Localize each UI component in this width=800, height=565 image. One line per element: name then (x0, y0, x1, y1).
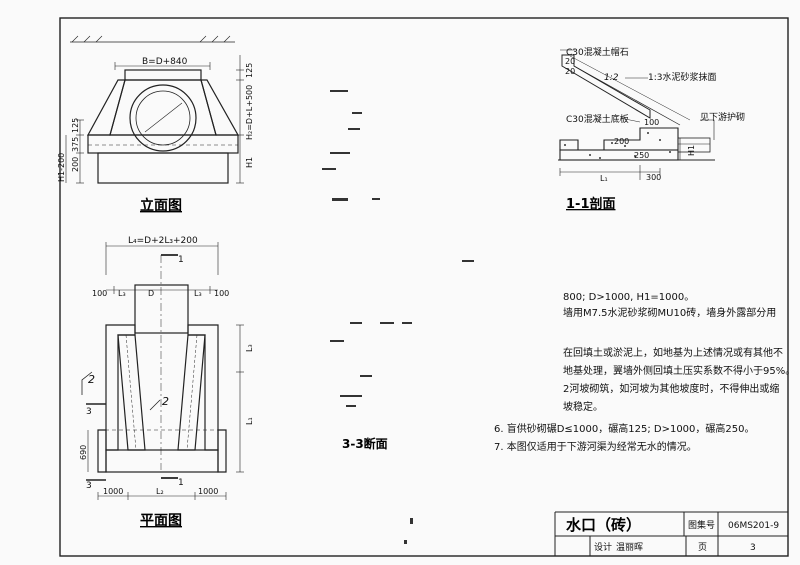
elevation-right-dim-3: H1 (245, 157, 254, 168)
section11-dim-300: 300 (646, 173, 661, 182)
section11-dim-100: 100 (644, 118, 659, 127)
title-block-name: 水口（砖） (566, 516, 641, 534)
note-line-5: 2河坡砌筑，如河坡为其他坡度时，不得伸出或缩 (563, 382, 779, 395)
plan-label-100-left: 100 (92, 289, 107, 298)
elevation-view (65, 35, 244, 184)
note-line-6: 坡稳定。 (563, 400, 603, 413)
plan-section-mark-1-top: 1 (178, 255, 184, 265)
note-line-7: 6. 盲供砂砌碾D≤1000，碾高125; D>1000，碾高250。 (494, 422, 755, 435)
plan-label-100-right: 100 (214, 289, 229, 298)
plan-section-mark-1-bottom: 1 (178, 478, 184, 488)
plan-label-l3-left: L₃ (118, 289, 126, 298)
plan-right-dim-l3: L₃ (245, 344, 254, 352)
plan-section-mark-2-left: 2 (88, 373, 95, 386)
note-line-4: 地基处理，翼墙外侧回填土压实系数不得小于95%。 (563, 364, 795, 377)
elevation-right-dim-2: H₂=D+L+500 (245, 85, 254, 140)
section11-dim-20a: 20 (565, 57, 575, 66)
plan-top-width: L₄=D+2L₃+200 (128, 236, 198, 246)
plan-left-dim-690: 690 (79, 445, 88, 460)
section11-base-label: C30混凝土底板 (566, 113, 629, 125)
note-line-2: 墙用M7.5水泥砂浆砌MU10砖，墙身外露部分用 (563, 306, 776, 319)
plan-label-d: D (148, 289, 154, 298)
plan-title: 平面图 (140, 513, 182, 529)
plan-right-dim-l1: L₁ (245, 417, 254, 425)
plan-bottom-dim-1000-right: 1000 (198, 487, 218, 496)
plan-bottom-dim-1000-left: 1000 (103, 487, 123, 496)
elevation-top-width: B=D+840 (142, 57, 188, 67)
elevation-title: 立面图 (140, 197, 182, 214)
plan-section-mark-2-right: 2 (162, 395, 169, 408)
section11-protect-label: 见下游护砌 (700, 111, 745, 123)
plan-section-mark-3-bottom: 3 (86, 481, 92, 491)
section11-title: 1-1剖面 (566, 196, 616, 212)
sheet-frame (59, 17, 789, 557)
section11-slope: 1:2 (604, 73, 619, 83)
section11-dim-20b: 20 (565, 67, 575, 76)
note-line-8: 7. 本图仅适用于下游河渠为经常无水的情况。 (494, 440, 697, 453)
title-block-page-label: 页 (698, 542, 707, 553)
elevation-left-dim-1: 125 (71, 118, 80, 133)
section11-dim-250: 250 (634, 151, 649, 160)
section11-dim-h1: H1 (687, 145, 696, 156)
title-block-page-no: 3 (750, 543, 756, 553)
note-line-3: 在回填土或淤泥上，如地基为上述情况或有其他不 (563, 346, 783, 359)
title-block-atlas-label: 图集号 (688, 519, 715, 531)
faint-scan-marks (322, 90, 474, 544)
title-block-atlas-no: 06MS201-9 (728, 521, 779, 531)
elevation-left-dim-4: H1-200 (57, 153, 66, 182)
section11-cap-label: C30混凝土帽石 (566, 46, 629, 58)
section11-plaster-label: 1:3水泥砂浆抹面 (648, 71, 717, 83)
section33-title: 3-3断面 (342, 436, 388, 451)
elevation-left-dim-3: 200 (71, 157, 80, 172)
plan-label-l3-right: L₃ (194, 289, 202, 298)
elevation-left-dim-2: 375 (71, 137, 80, 152)
elevation-right-dim-1: 125 (245, 63, 254, 78)
section11-dim-l1: L₁ (600, 174, 608, 183)
title-block (554, 511, 788, 556)
title-block-design-label: 设计 (594, 541, 612, 553)
note-line-1: 800; D>1000, H1=1000。 (563, 292, 694, 303)
plan-view (81, 242, 244, 500)
plan-section-mark-3-top: 3 (86, 407, 92, 417)
section11-dim-200: 200 (614, 137, 629, 146)
title-block-designer: 温丽晖 (616, 542, 643, 553)
section11-view (558, 49, 715, 180)
plan-bottom-dim-l2: L₂ (156, 487, 164, 496)
